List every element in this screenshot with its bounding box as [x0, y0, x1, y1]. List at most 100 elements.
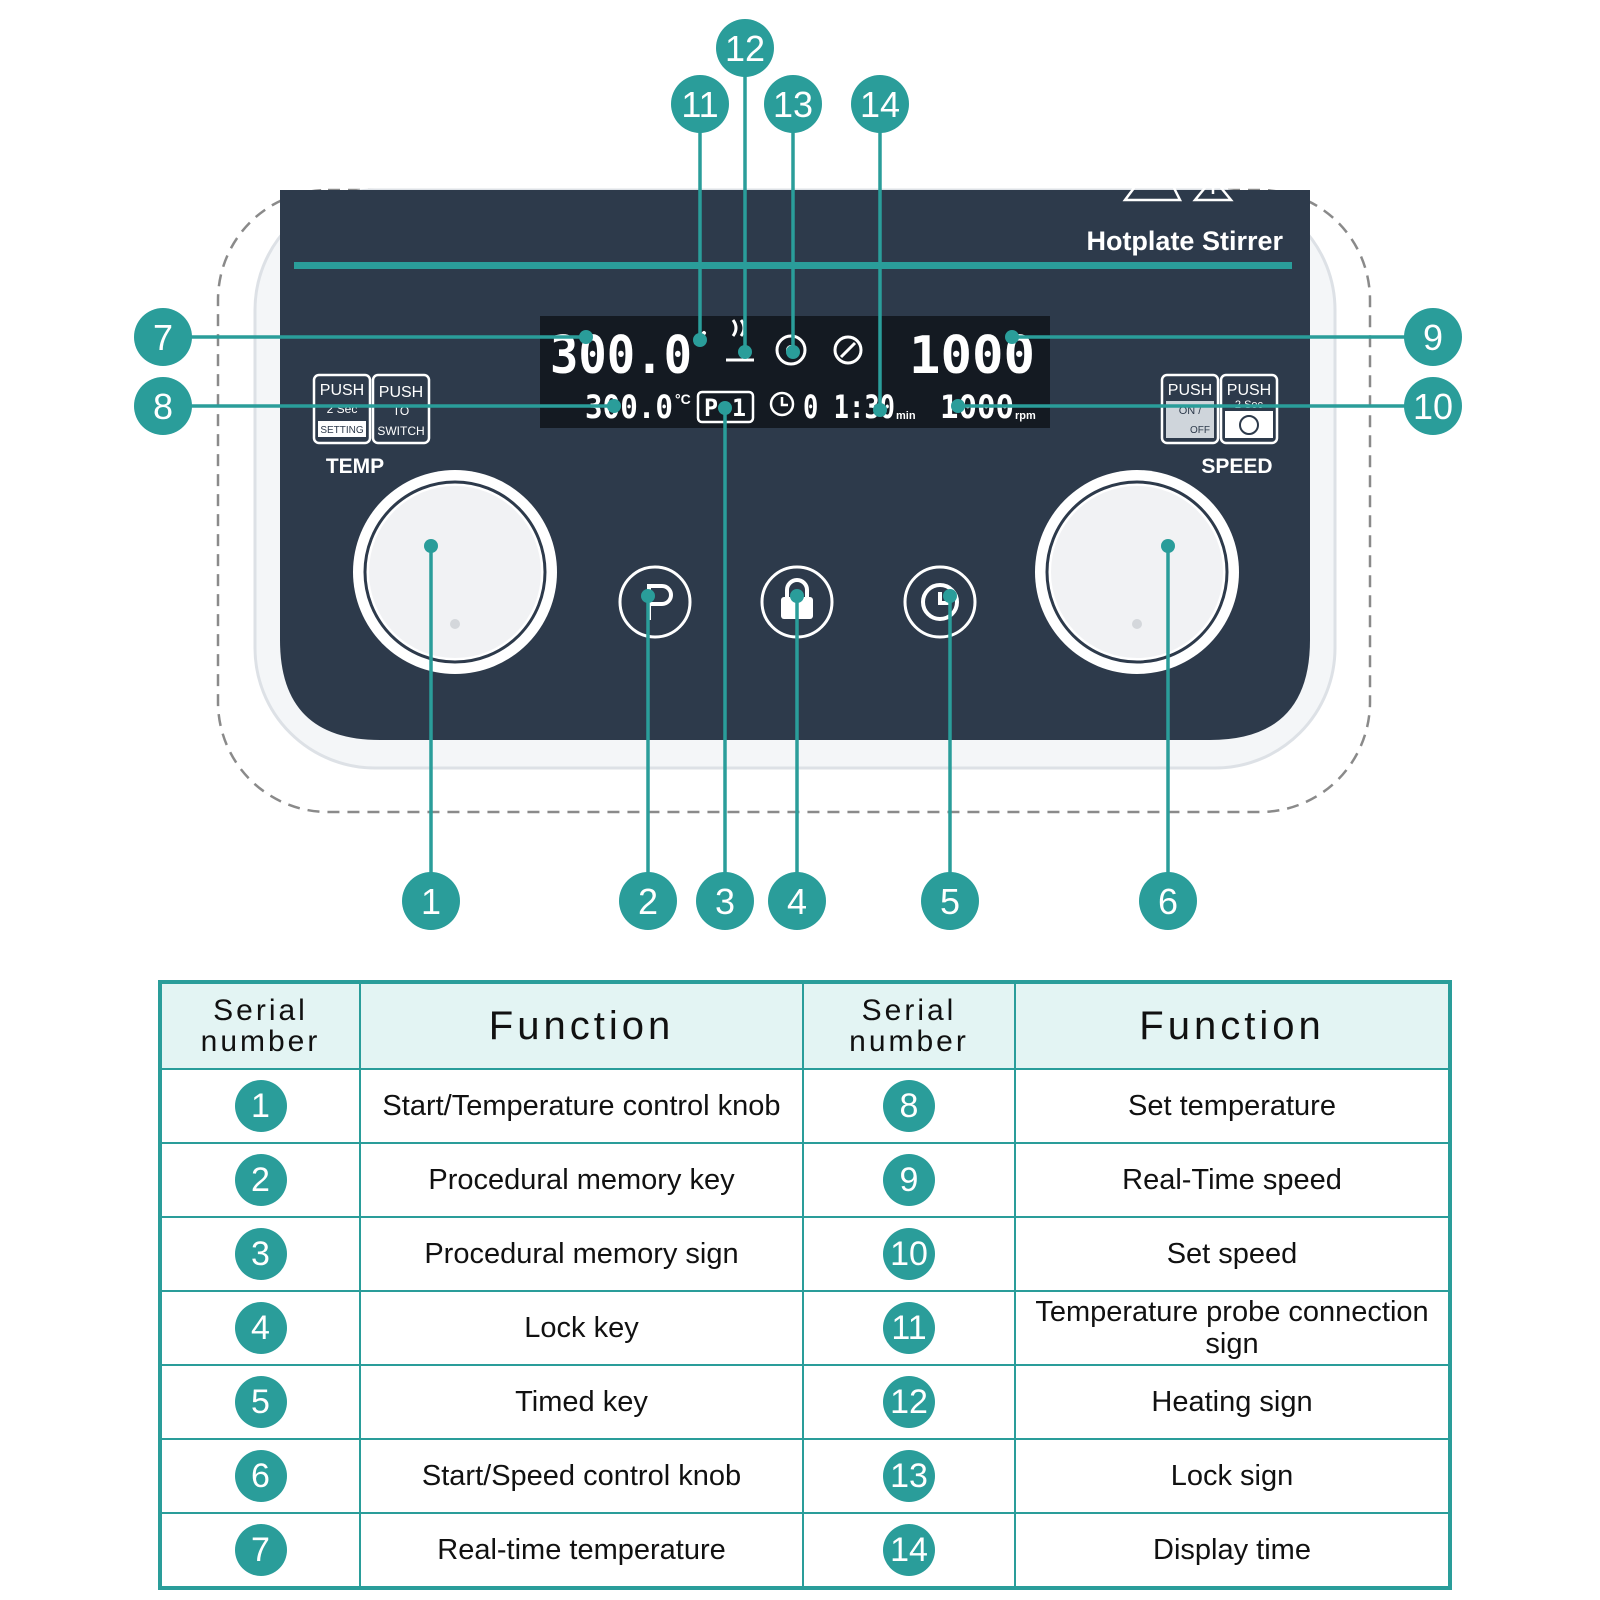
function-cell: Real-Time speed [1014, 1142, 1451, 1218]
serial-badge: 1 [234, 1080, 287, 1132]
serial-cell: 2 [159, 1142, 361, 1218]
hotplate-stirrer-diagram: Hotplate Stirrer 300.0 1000 300.0 °C P 1… [134, 19, 1462, 930]
table-row: 6 Start/Speed control knob 13 Lock sign [159, 1438, 1451, 1514]
lock-icon [785, 578, 809, 598]
temperature-control-knob[interactable] [353, 470, 557, 674]
hot-surface-warning-icon [1122, 178, 1183, 202]
serial-cell: 10 [802, 1216, 1016, 1292]
callout-badge-3: 3 [696, 872, 754, 930]
serial-cell: 4 [159, 1290, 361, 1366]
lcd-time-unit: min [896, 410, 916, 422]
lcd-set-speed-unit: rpm [1015, 410, 1036, 422]
table-row: 5 Timed key 12 Heating sign [159, 1364, 1451, 1440]
callout-badge-11: 11 [671, 75, 729, 133]
function-cell: Lock sign [1014, 1438, 1451, 1514]
function-cell: Temperature probe connection sign [1014, 1290, 1451, 1366]
serial-badge: 4 [234, 1302, 287, 1354]
table-row: 7 Real-time temperature 14 Display time [159, 1512, 1451, 1589]
stirring-sign-icon [833, 335, 863, 365]
serial-cell: 6 [159, 1438, 361, 1514]
callout-badge-10: 10 [1404, 377, 1462, 435]
table-row: 1 Start/Temperature control knob 8 Set t… [159, 1068, 1451, 1144]
serial-cell: 13 [802, 1438, 1016, 1514]
svg-text:1: 1 [421, 881, 441, 922]
callout-badge-12: 12 [716, 19, 774, 77]
svg-text:3: 3 [715, 881, 735, 922]
serial-badge: 5 [234, 1376, 287, 1428]
caution-warning-icon [1192, 176, 1234, 202]
serial-cell: 12 [802, 1364, 1016, 1440]
procedural-memory-key[interactable] [618, 565, 692, 639]
svg-text:2 Sec: 2 Sec [327, 402, 358, 416]
function-cell: Timed key [359, 1364, 804, 1440]
function-legend-table: Serial number Function Serial number Fun… [158, 980, 1452, 1590]
svg-text:10: 10 [1413, 386, 1453, 427]
serial-cell: 9 [802, 1142, 1016, 1218]
callout-badge-9: 9 [1404, 308, 1462, 366]
lcd-real-temperature: 300.0 [550, 326, 692, 386]
serial-cell: 7 [159, 1512, 361, 1589]
svg-text:PUSH: PUSH [379, 384, 423, 401]
svg-text:12: 12 [725, 28, 765, 69]
serial-badge: 8 [883, 1080, 935, 1132]
svg-text:7: 7 [153, 317, 173, 358]
speed-control-knob[interactable] [1035, 470, 1239, 674]
svg-text:13: 13 [773, 84, 813, 125]
serial-badge: 7 [234, 1524, 287, 1576]
function-cell: Procedural memory key [359, 1142, 804, 1218]
speed-label: SPEED [1201, 455, 1272, 478]
timed-key[interactable] [903, 565, 977, 639]
svg-text:PUSH: PUSH [1168, 382, 1212, 399]
callout-badge-14: 14 [851, 75, 909, 133]
serial-badge: 10 [883, 1228, 935, 1280]
serial-cell: 11 [802, 1290, 1016, 1366]
timer-clock-icon [769, 391, 795, 417]
callout-badge-4: 4 [768, 872, 826, 930]
brand-title: Hotplate Stirrer [1086, 226, 1283, 256]
function-cell: Procedural memory sign [359, 1216, 804, 1292]
serial-badge: 6 [234, 1450, 287, 1502]
function-cell: Heating sign [1014, 1364, 1451, 1440]
serial-cell: 1 [159, 1068, 361, 1144]
lcd-set-temperature-unit: °C [675, 391, 691, 407]
callout-badge-7: 7 [134, 308, 192, 366]
function-cell: Start/Speed control knob [359, 1438, 804, 1514]
temp-label: TEMP [326, 455, 384, 478]
callout-badge-8: 8 [134, 377, 192, 435]
svg-text:ON /: ON / [1179, 405, 1203, 417]
power-cycle-icon [1239, 415, 1259, 435]
function-cell: Set temperature [1014, 1068, 1451, 1144]
svg-text:11: 11 [681, 84, 718, 125]
svg-text:SWITCH: SWITCH [377, 424, 424, 438]
svg-text:SETTING: SETTING [320, 425, 364, 436]
callout-badge-6: 6 [1139, 872, 1197, 930]
svg-text:4: 4 [787, 881, 807, 922]
function-cell: Real-time temperature [359, 1512, 804, 1589]
serial-badge: 3 [234, 1228, 287, 1280]
function-cell: Start/Temperature control knob [359, 1068, 804, 1144]
header-serial-number: Serial number [159, 981, 361, 1070]
table-row: 3 Procedural memory sign 10 Set speed [159, 1216, 1451, 1292]
svg-text:OFF: OFF [1190, 425, 1210, 436]
leader-lines [190, 76, 1406, 876]
serial-cell: 14 [802, 1512, 1016, 1589]
serial-badge: 2 [234, 1154, 287, 1206]
callout-badge-2: 2 [619, 872, 677, 930]
function-cell: Set speed [1014, 1216, 1451, 1292]
serial-cell: 3 [159, 1216, 361, 1292]
header-serial-number: Serial number [802, 981, 1016, 1070]
svg-text:5: 5 [940, 881, 960, 922]
svg-text:9: 9 [1423, 317, 1443, 358]
callout-badge-1: 1 [402, 872, 460, 930]
function-cell: Display time [1014, 1512, 1451, 1589]
table-row: 4 Lock key 11 Temperature probe connecti… [159, 1290, 1451, 1366]
serial-cell: 5 [159, 1364, 361, 1440]
svg-text:14: 14 [860, 84, 900, 125]
serial-badge: 9 [883, 1154, 935, 1206]
serial-cell: 8 [802, 1068, 1016, 1144]
header-function: Function [359, 981, 804, 1070]
serial-badge: 11 [883, 1302, 935, 1354]
svg-text:8: 8 [153, 386, 173, 427]
callout-badge-13: 13 [764, 75, 822, 133]
svg-text:PUSH: PUSH [1227, 382, 1271, 399]
